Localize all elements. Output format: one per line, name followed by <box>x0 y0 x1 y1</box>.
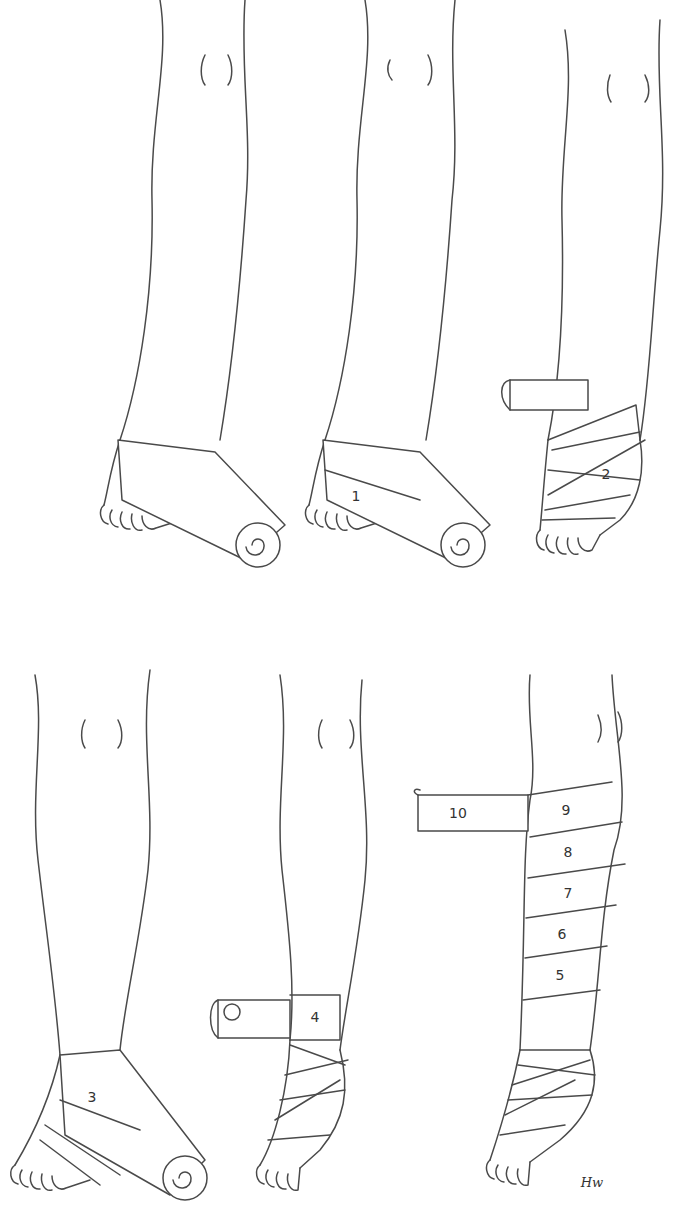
leg-figure <box>306 0 490 567</box>
step-number: 2 <box>602 467 611 481</box>
leg-figure <box>101 0 285 567</box>
step-number: 8 <box>564 845 573 859</box>
leg-figure <box>11 670 207 1200</box>
step-number: 4 <box>311 1010 320 1024</box>
step-number: 6 <box>558 927 567 941</box>
step-number: 7 <box>564 886 573 900</box>
step-number: 3 <box>88 1090 97 1104</box>
leg-figure <box>414 675 625 1185</box>
step-number: 5 <box>556 968 565 982</box>
leg-figure <box>502 20 663 554</box>
leg-figure <box>211 675 367 1190</box>
step-number: 9 <box>562 803 571 817</box>
signature: Hw <box>581 1176 603 1189</box>
step-number: 1 <box>352 489 361 503</box>
step-number: 10 <box>449 806 467 820</box>
